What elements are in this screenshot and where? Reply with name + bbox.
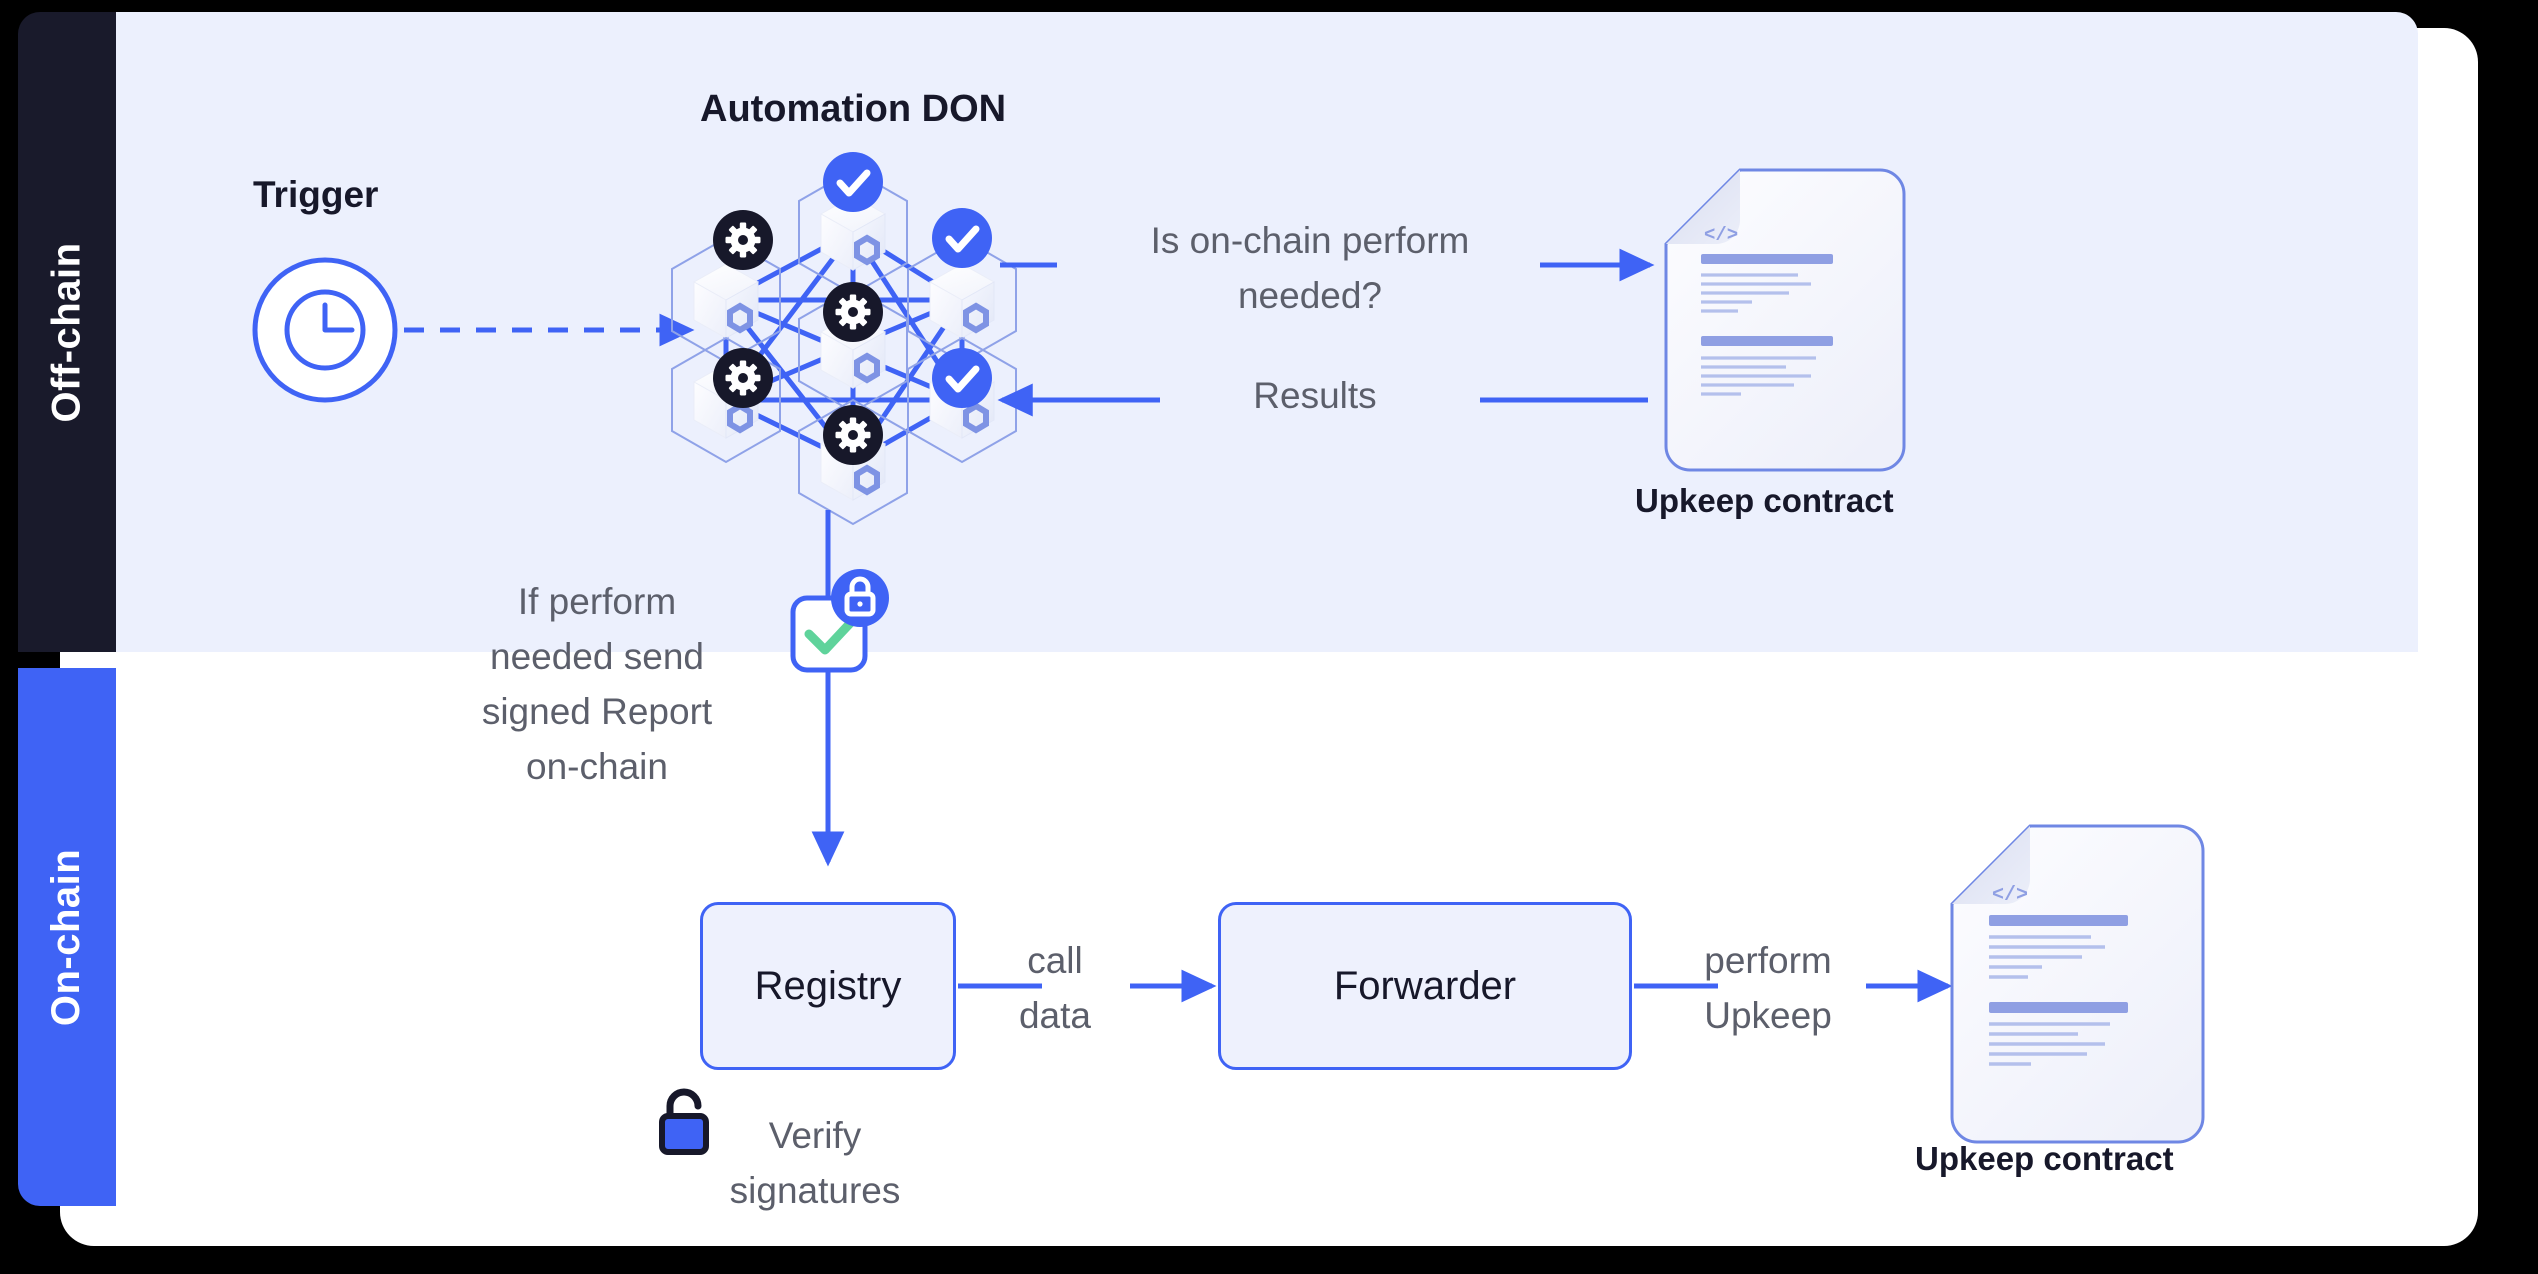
upkeep-contract-onchain-label: Upkeep contract [1915, 1140, 2174, 1177]
sidebar-offchain: Off-chain [18, 12, 116, 652]
registry-box[interactable]: Registry [700, 902, 956, 1070]
verify-signatures-line1: Verify [768, 1115, 862, 1156]
offchain-panel [116, 12, 2418, 652]
question-label-line2: needed? [1237, 275, 1383, 316]
report-caption-line1: If perform [517, 581, 677, 622]
question-label-line1: Is on-chain perform [1150, 220, 1470, 261]
call-data-line2: data [1018, 995, 1091, 1036]
perform-upkeep-line2: Upkeep [1704, 995, 1832, 1036]
trigger-label: Trigger [253, 174, 379, 215]
report-caption-line4: on-chain [526, 746, 668, 787]
report-caption-line3: signed Report [481, 691, 713, 732]
sidebar-onchain-label: On-chain [44, 848, 89, 1026]
perform-upkeep-line1: perform [1704, 940, 1832, 981]
sidebar-onchain: On-chain [18, 668, 116, 1206]
call-data-line1: call [1027, 940, 1083, 981]
upkeep-contract-offchain-label: Upkeep contract [1635, 482, 1894, 519]
verify-signatures-line2: signatures [729, 1170, 901, 1211]
sidebar-offchain-label: Off-chain [44, 241, 89, 423]
forwarder-label: Forwarder [1333, 963, 1517, 1008]
results-label: Results [1253, 375, 1377, 416]
forwarder-box[interactable]: Forwarder [1218, 902, 1632, 1070]
registry-label: Registry [754, 963, 902, 1008]
don-title: Automation DON [700, 88, 1007, 130]
report-caption-line2: needed send [490, 636, 704, 677]
